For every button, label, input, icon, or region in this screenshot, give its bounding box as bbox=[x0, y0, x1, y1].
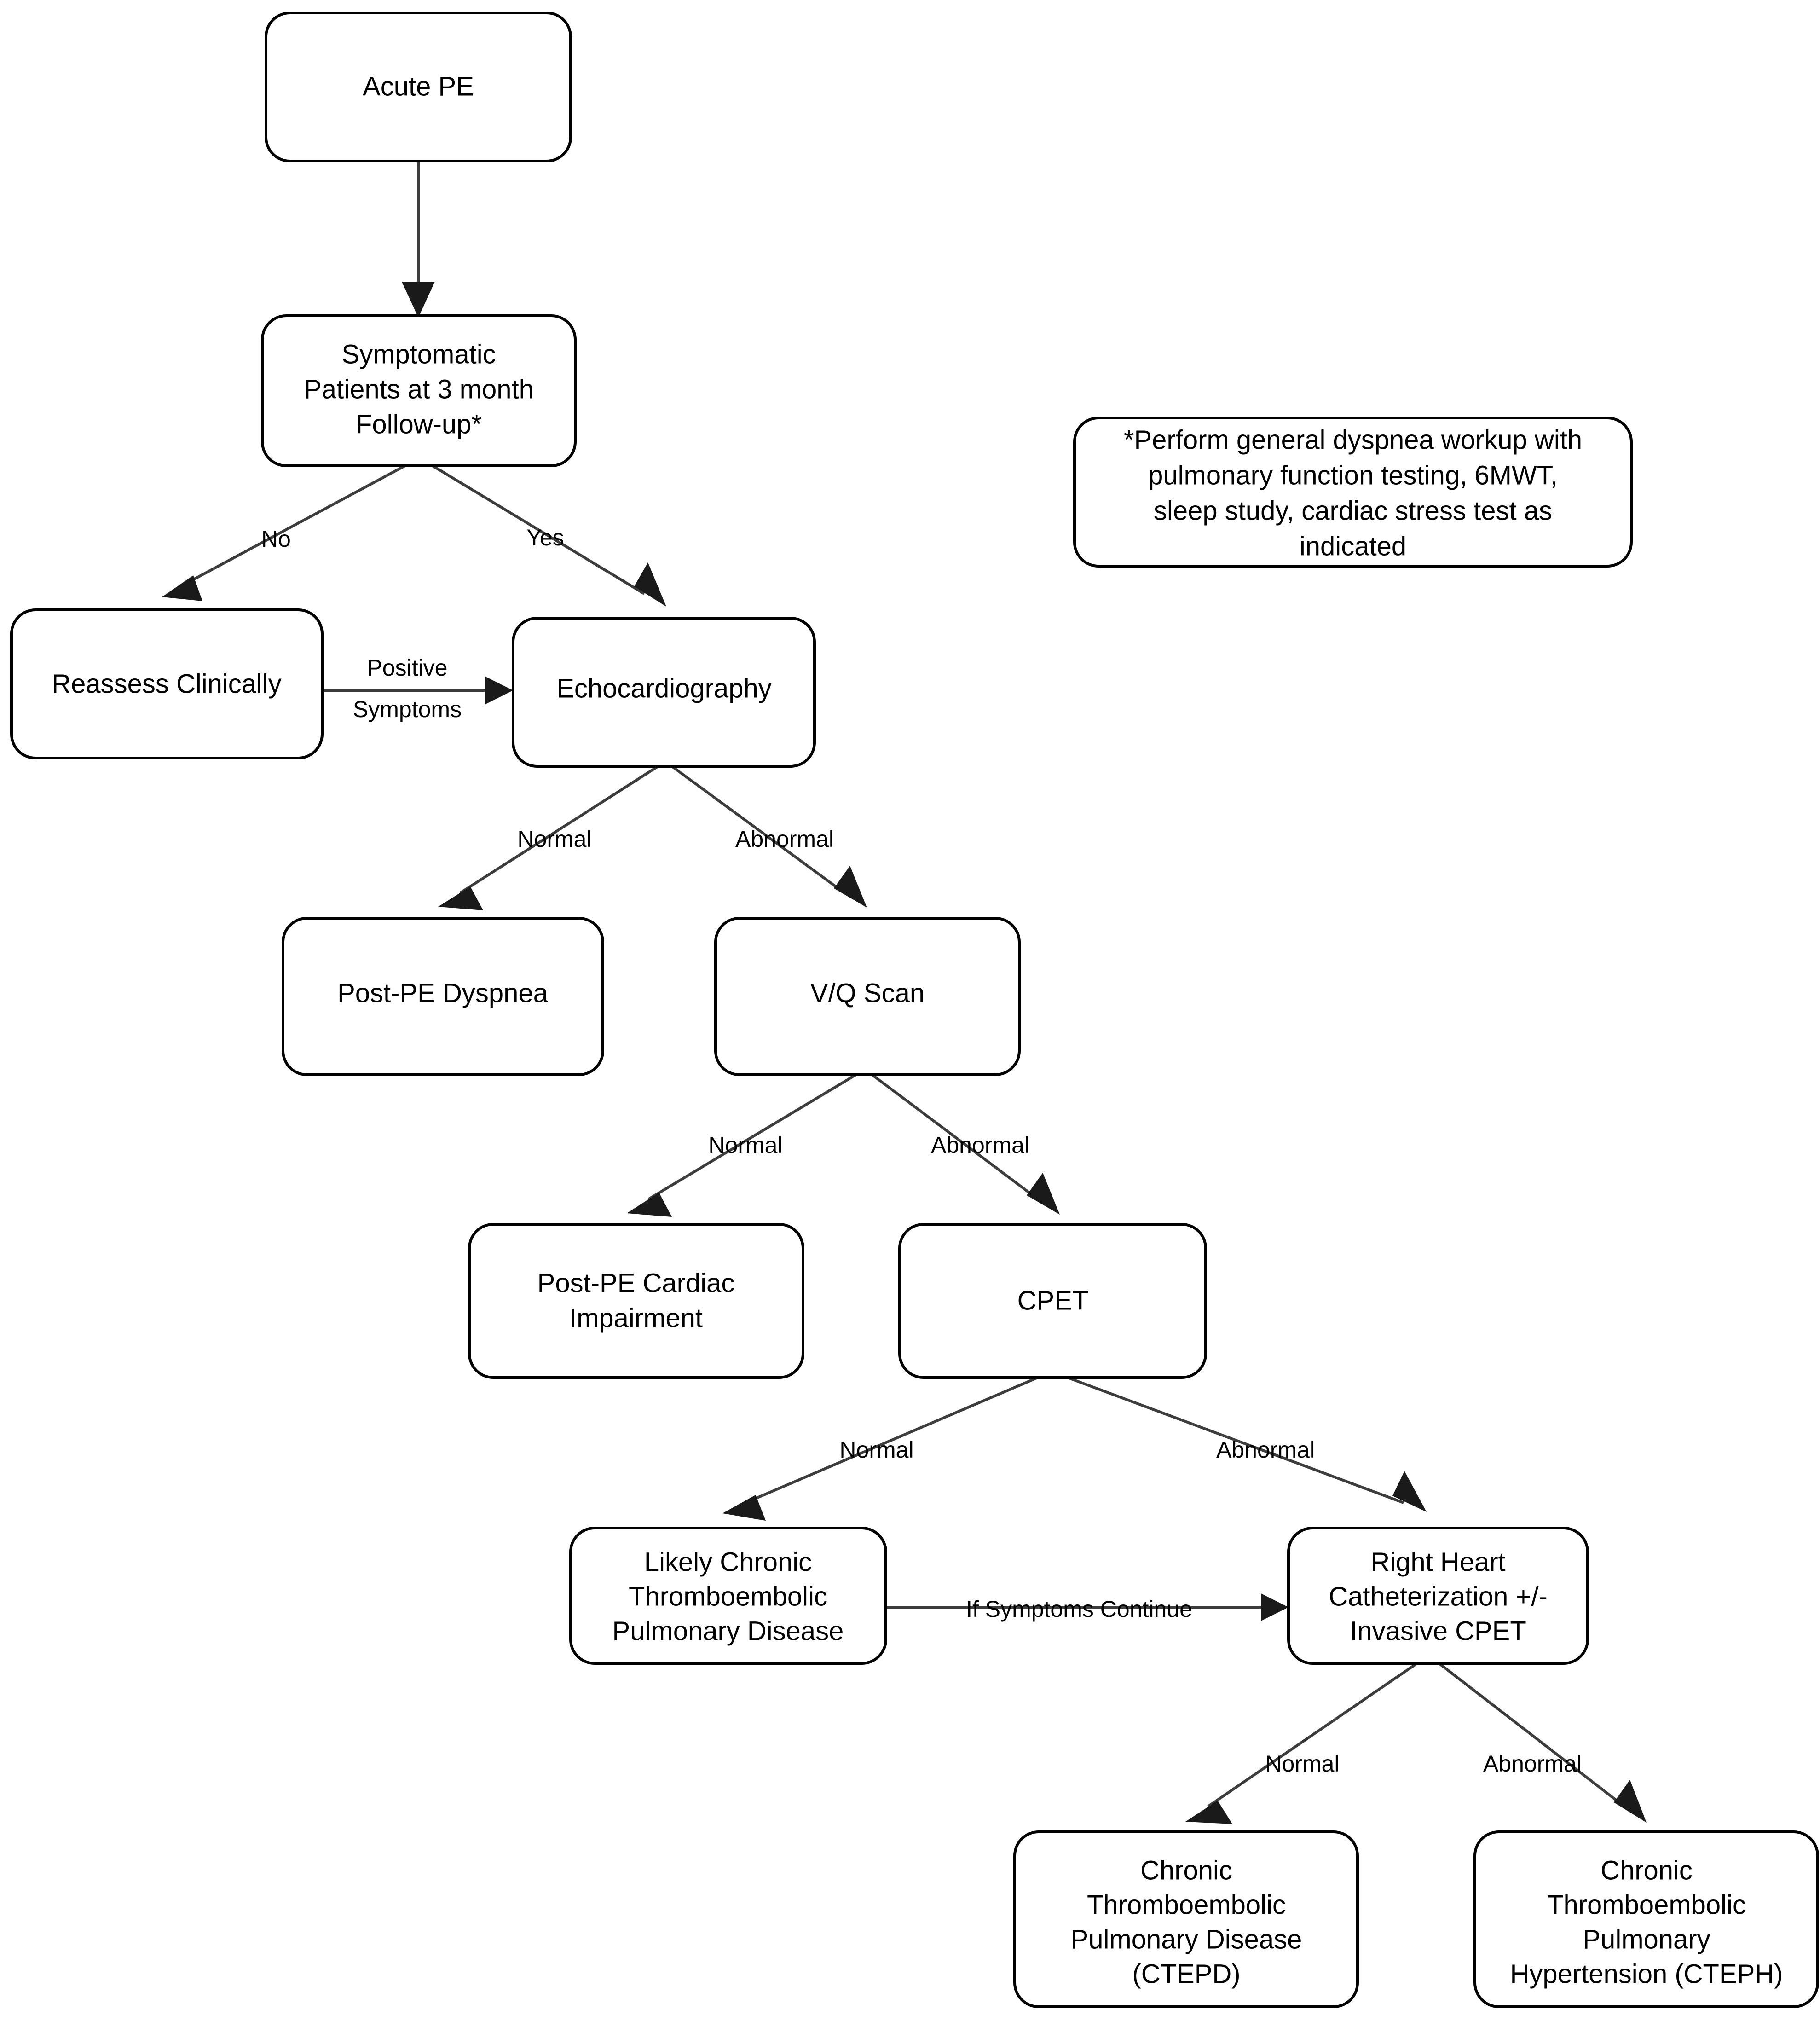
node-right-heart-catheterization-label-line3: Invasive CPET bbox=[1350, 1616, 1526, 1646]
node-acute-pe[interactable]: Acute PE bbox=[265, 12, 572, 162]
node-likely-chronic-ctepd-label-line2: Thromboembolic bbox=[629, 1581, 827, 1611]
edge-label-positive-symptoms-line2: Symptoms bbox=[353, 696, 462, 722]
node-vq-scan-label: V/Q Scan bbox=[810, 978, 924, 1008]
node-right-heart-catheterization[interactable]: Right Heart Catheterization +/- Invasive… bbox=[1287, 1527, 1589, 1665]
node-cpet-box[interactable] bbox=[898, 1223, 1207, 1379]
node-cteph-label-line3: Pulmonary bbox=[1583, 1924, 1710, 1954]
node-post-pe-dyspnea[interactable]: Post-PE Dyspnea bbox=[282, 917, 604, 1076]
node-ctepd-label-line4: (CTEPD) bbox=[1132, 1959, 1240, 1989]
note-dyspnea-workup-line2: pulmonary function testing, 6MWT, bbox=[1148, 460, 1558, 490]
node-ctepd-box[interactable] bbox=[1013, 1830, 1359, 2008]
node-reassess-clinically-box[interactable] bbox=[10, 608, 324, 759]
note-dyspnea-workup-line4: indicated bbox=[1300, 531, 1406, 561]
note-dyspnea-workup-line1: *Perform general dyspnea workup with bbox=[1124, 425, 1582, 455]
edge-echocardiography-to-post-pe-dyspnea: Normal bbox=[438, 765, 659, 910]
node-symptomatic-patients-label-line2: Patients at 3 month bbox=[304, 374, 534, 404]
node-right-heart-catheterization-label-line2: Catheterization +/- bbox=[1329, 1581, 1548, 1611]
node-symptomatic-patients-label-line3: Follow-up* bbox=[356, 409, 482, 439]
node-vq-scan[interactable]: V/Q Scan bbox=[714, 917, 1021, 1076]
node-post-pe-dyspnea-label: Post-PE Dyspnea bbox=[337, 978, 549, 1008]
node-vq-scan-box[interactable] bbox=[714, 917, 1021, 1076]
node-cpet[interactable]: CPET bbox=[898, 1223, 1207, 1379]
node-acute-pe-box[interactable] bbox=[265, 12, 572, 162]
node-symptomatic-patients-box[interactable] bbox=[261, 314, 577, 467]
node-right-heart-catheterization-box[interactable] bbox=[1287, 1527, 1589, 1665]
edge-cpet-to-likely-ctepd: Normal bbox=[722, 1376, 1039, 1521]
edge-label-if-symptoms-continue: If Symptoms Continue bbox=[966, 1596, 1192, 1622]
node-ctepd-label-line2: Thromboembolic bbox=[1087, 1890, 1286, 1920]
node-likely-chronic-ctepd-label-line1: Likely Chronic bbox=[644, 1547, 812, 1577]
node-cteph-label-line1: Chronic bbox=[1600, 1855, 1693, 1885]
edge-label-cpet-normal: Normal bbox=[839, 1437, 913, 1463]
node-cteph-label-line2: Thromboembolic bbox=[1547, 1890, 1746, 1920]
node-post-pe-cardiac-impairment-box[interactable] bbox=[468, 1223, 804, 1379]
node-symptomatic-patients-label-line1: Symptomatic bbox=[341, 339, 496, 369]
edge-label-vq-abnormal: Abnormal bbox=[931, 1132, 1029, 1158]
edge-label-cpet-abnormal: Abnormal bbox=[1216, 1437, 1315, 1463]
edge-label-rhc-normal: Normal bbox=[1265, 1751, 1339, 1777]
node-ctepd-label-line1: Chronic bbox=[1140, 1855, 1232, 1885]
edge-right-heart-catheterization-to-ctepd: Normal bbox=[1185, 1660, 1421, 1824]
node-cteph-label-line4: Hypertension (CTEPH) bbox=[1510, 1959, 1783, 1989]
node-echocardiography[interactable]: Echocardiography bbox=[512, 617, 816, 768]
edge-right-heart-catheterization-to-cteph: Abnormal bbox=[1436, 1660, 1647, 1823]
edge-label-echo-normal: Normal bbox=[517, 826, 591, 852]
note-dyspnea-workup-line3: sleep study, cardiac stress test as bbox=[1154, 496, 1552, 526]
node-ctepd[interactable]: Chronic Thromboembolic Pulmonary Disease… bbox=[1013, 1830, 1359, 2008]
node-cteph-box[interactable] bbox=[1473, 1830, 1819, 2008]
edge-acute-pe-to-symptomatic bbox=[402, 161, 435, 318]
edge-likely-ctepd-to-right-heart-catheterization: If Symptoms Continue bbox=[886, 1593, 1288, 1622]
node-reassess-clinically[interactable]: Reassess Clinically bbox=[10, 608, 324, 759]
edge-echocardiography-to-vq-scan: Abnormal bbox=[671, 765, 867, 908]
node-symptomatic-patients[interactable]: Symptomatic Patients at 3 month Follow-u… bbox=[261, 314, 577, 467]
node-post-pe-cardiac-impairment[interactable]: Post-PE Cardiac Impairment bbox=[468, 1223, 804, 1379]
node-likely-chronic-ctepd-label-line3: Pulmonary Disease bbox=[612, 1616, 844, 1646]
node-post-pe-cardiac-impairment-label-line1: Post-PE Cardiac bbox=[537, 1268, 735, 1298]
edge-symptomatic-to-echocardiography: Yes bbox=[432, 464, 666, 607]
node-acute-pe-label: Acute PE bbox=[363, 71, 474, 101]
edge-symptomatic-to-reassess: No bbox=[162, 464, 406, 601]
edge-label-no: No bbox=[261, 526, 291, 552]
node-ctepd-label-line3: Pulmonary Disease bbox=[1071, 1924, 1302, 1954]
edge-label-positive-symptoms-line1: Positive bbox=[367, 655, 447, 681]
edge-vq-scan-to-post-pe-cardiac: Normal bbox=[627, 1073, 857, 1217]
note-dyspnea-workup: *Perform general dyspnea workup with pul… bbox=[1073, 417, 1633, 568]
node-reassess-clinically-label: Reassess Clinically bbox=[52, 669, 282, 699]
node-likely-chronic-ctepd-box[interactable] bbox=[569, 1527, 887, 1665]
edge-cpet-to-right-heart-catheterization: Abnormal bbox=[1067, 1376, 1427, 1512]
node-cteph[interactable]: Chronic Thromboembolic Pulmonary Hyperte… bbox=[1473, 1830, 1819, 2008]
node-echocardiography-box[interactable] bbox=[512, 617, 816, 768]
node-right-heart-catheterization-label-line1: Right Heart bbox=[1370, 1547, 1505, 1577]
note-dyspnea-workup-box bbox=[1073, 417, 1633, 568]
node-post-pe-dyspnea-box[interactable] bbox=[282, 917, 604, 1076]
node-cpet-label: CPET bbox=[1017, 1286, 1089, 1315]
edge-vq-scan-to-cpet: Abnormal bbox=[871, 1073, 1060, 1215]
edge-label-yes: Yes bbox=[526, 525, 564, 550]
edge-label-vq-normal: Normal bbox=[708, 1132, 782, 1158]
edge-label-echo-abnormal: Abnormal bbox=[735, 826, 834, 852]
node-likely-chronic-ctepd[interactable]: Likely Chronic Thromboembolic Pulmonary … bbox=[569, 1527, 887, 1665]
edge-label-rhc-abnormal: Abnormal bbox=[1483, 1751, 1582, 1777]
edge-reassess-to-echocardiography: Positive Symptoms bbox=[322, 655, 513, 722]
node-post-pe-cardiac-impairment-label-line2: Impairment bbox=[569, 1303, 703, 1333]
node-echocardiography-label: Echocardiography bbox=[556, 673, 772, 703]
